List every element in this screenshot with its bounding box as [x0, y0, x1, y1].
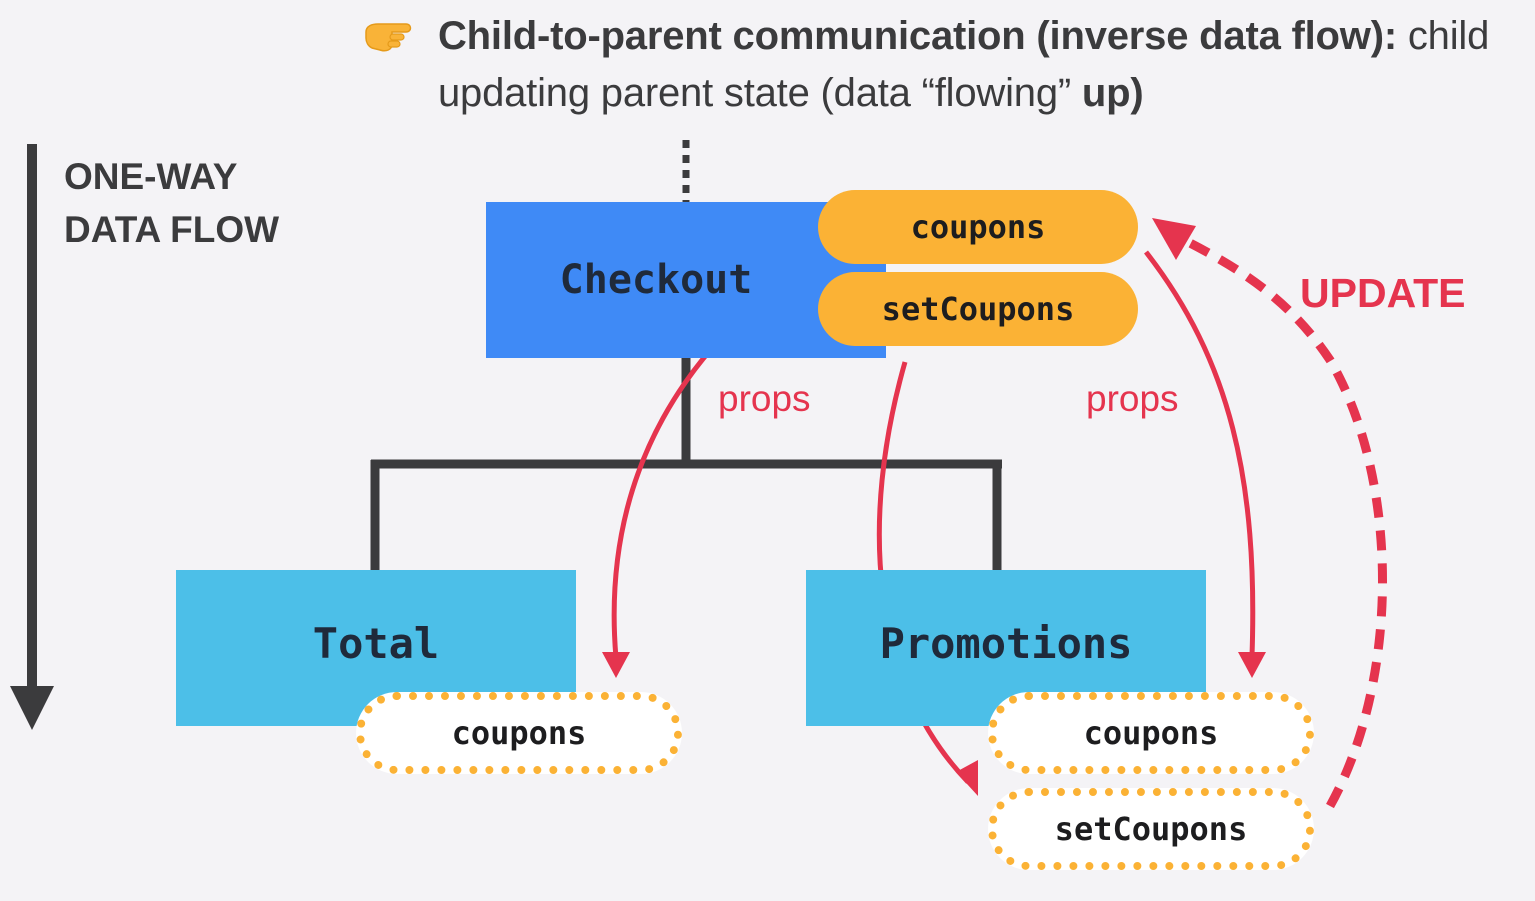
one-way-flow-arrow-head: [10, 686, 54, 730]
heading-bold-part: Child-to-parent communication (inverse d…: [438, 14, 1397, 58]
update-label: UPDATE: [1300, 270, 1466, 316]
update-arrow: [1177, 233, 1387, 809]
promotions-setter-prop: setCoupons: [988, 788, 1314, 870]
props-arrow-to-total-head: [602, 652, 630, 678]
heading-normal-part: child updating parent state (data “flowi…: [438, 14, 1490, 115]
promotions-coupons-prop-label: coupons: [1083, 714, 1219, 752]
promotions-setter-prop-label: setCoupons: [1054, 810, 1248, 848]
state-setter-label: setCoupons: [881, 290, 1075, 328]
promotions-coupons-prop: coupons: [988, 692, 1314, 774]
props-arrow-to-promotions: [1144, 250, 1256, 657]
total-coupons-prop: coupons: [356, 692, 682, 774]
props-arrow-setter-head: [956, 760, 978, 796]
heading-bold-end: up): [1081, 71, 1144, 115]
flow-label-line1: ONE-WAY: [64, 156, 238, 197]
pointing-hand-icon: [362, 14, 418, 56]
update-arrow-head: [1152, 218, 1196, 260]
state-coupons-pill: coupons: [818, 190, 1138, 264]
props-arrow-to-promotions-head: [1238, 652, 1266, 678]
checkout-component: Checkout: [486, 202, 886, 358]
props-label-left: props: [718, 378, 811, 419]
state-setter-pill: setCoupons: [818, 272, 1138, 346]
state-coupons-label: coupons: [910, 208, 1046, 246]
one-way-data-flow-label: ONE-WAY DATA FLOW: [64, 150, 364, 256]
slide-heading: Child-to-parent communication (inverse d…: [438, 8, 1528, 122]
checkout-label: Checkout: [559, 257, 753, 303]
total-coupons-prop-label: coupons: [451, 714, 587, 752]
flow-label-line2: DATA FLOW: [64, 209, 280, 250]
promotions-label: Promotions: [879, 618, 1133, 668]
total-label: Total: [312, 618, 440, 668]
props-label-right: props: [1086, 378, 1179, 419]
